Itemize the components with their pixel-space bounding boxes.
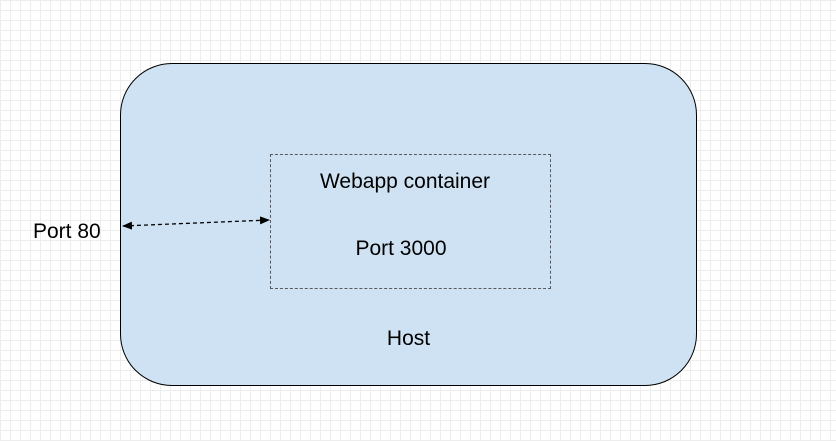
webapp-container-box	[270, 154, 551, 289]
host-port-label: Port 80	[33, 220, 101, 243]
host-label: Host	[386, 327, 431, 350]
container-port-label: Port 3000	[355, 237, 447, 260]
container-title: Webapp container	[319, 170, 491, 193]
